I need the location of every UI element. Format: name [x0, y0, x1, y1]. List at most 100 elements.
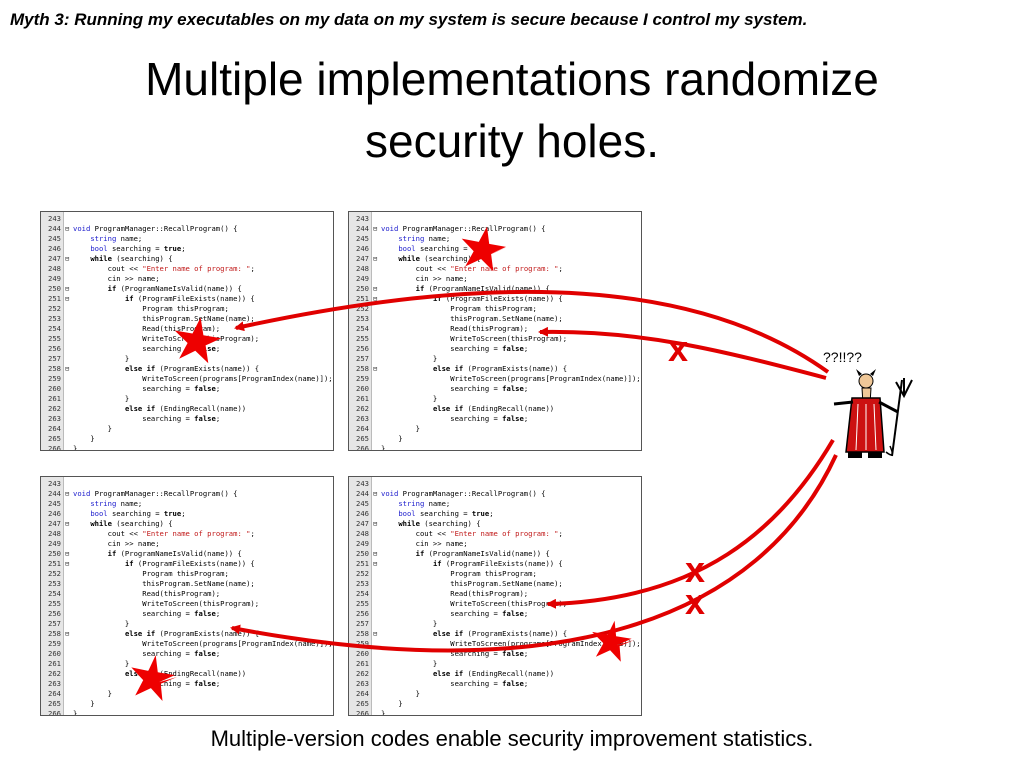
devil-attacker-icon — [833, 369, 913, 458]
line-number: 261 — [48, 659, 61, 668]
code-text: cin >> name; — [73, 274, 160, 283]
code-text: bool searching = true; — [90, 509, 186, 518]
code-line: 252 Program thisProgram; — [41, 304, 333, 314]
code-line: 257 } — [349, 354, 641, 364]
code-text: Program thisProgram; — [73, 304, 229, 313]
line-number: 251 — [48, 559, 61, 568]
code-line: 255 WriteToScreen(thisProgram); — [349, 599, 641, 609]
line-number: 245 — [356, 499, 369, 508]
code-text: while (searching) { — [398, 519, 481, 528]
code-line: 243 — [41, 214, 333, 224]
code-text: void ProgramManager::RecallProgram() { — [73, 489, 238, 498]
code-line: 256 searching = false; — [41, 609, 333, 619]
line-number: 257 — [48, 354, 61, 363]
code-text: Program thisProgram; — [381, 304, 537, 313]
code-line: 264 } — [349, 424, 641, 434]
code-text: searching = false; — [381, 649, 529, 658]
fold-marker-icon: ⊟ — [373, 519, 378, 528]
line-number: 246 — [48, 509, 61, 518]
code-text: else if (ProgramExists(name)) { — [432, 364, 568, 373]
line-number: 263 — [48, 679, 61, 688]
line-number: 250 — [356, 284, 369, 293]
line-number: 259 — [356, 639, 369, 648]
code-line: 261 } — [349, 659, 641, 669]
fold-marker-icon: ⊟ — [65, 559, 70, 568]
line-number: 255 — [356, 334, 369, 343]
fold-marker-icon: ⊟ — [65, 364, 70, 373]
line-number: 262 — [48, 404, 61, 413]
code-line: 261 } — [41, 659, 333, 669]
code-line: 257 } — [41, 619, 333, 629]
code-line: 251⊟ if (ProgramFileExists(name)) { — [41, 294, 333, 304]
code-text: } — [381, 709, 386, 716]
code-line: 254 Read(thisProgram); — [41, 324, 333, 334]
code-text: if (ProgramFileExists(name)) { — [432, 559, 563, 568]
code-line: 251⊟ if (ProgramFileExists(name)) { — [349, 294, 641, 304]
line-number: 254 — [356, 589, 369, 598]
security-hole-burst-bottom-right — [592, 620, 634, 662]
line-number: 248 — [48, 264, 61, 273]
code-text: Read(thisProgram); — [73, 589, 221, 598]
code-text: thisProgram.SetName(name); — [381, 579, 563, 588]
code-line: 263 searching = false; — [349, 679, 641, 689]
code-line: 261 } — [41, 394, 333, 404]
code-line: 245 string name; — [349, 234, 641, 244]
line-number: 266 — [48, 444, 61, 451]
code-line: 244⊟void ProgramManager::RecallProgram()… — [41, 489, 333, 499]
line-number: 252 — [356, 304, 369, 313]
fold-marker-icon: ⊟ — [373, 254, 378, 263]
code-text: WriteToScreen(thisProgram); — [73, 599, 260, 608]
line-number: 258 — [48, 364, 61, 373]
blocked-x-mark-middle: x — [685, 549, 706, 590]
line-number: 246 — [356, 244, 369, 253]
code-text: searching = false; — [73, 679, 221, 688]
code-line: 258⊟ else if (ProgramExists(name)) { — [349, 629, 641, 639]
code-text: else if (EndingRecall(name)) — [432, 404, 555, 413]
security-hole-burst-bottom-left — [131, 655, 177, 701]
line-number: 262 — [356, 404, 369, 413]
code-text: else if (ProgramExists(name)) { — [124, 364, 260, 373]
line-number: 251 — [356, 294, 369, 303]
line-number: 249 — [356, 539, 369, 548]
line-number: 247 — [48, 519, 61, 528]
code-text: Read(thisProgram); — [381, 324, 529, 333]
code-line: 245 string name; — [349, 499, 641, 509]
line-number: 259 — [356, 374, 369, 383]
code-line: 248 cout << "Enter name of program: "; — [41, 264, 333, 274]
line-number: 262 — [356, 669, 369, 678]
code-line: 261 } — [349, 394, 641, 404]
code-line: 249 cin >> name; — [349, 539, 641, 549]
code-text: thisProgram.SetName(name); — [73, 314, 255, 323]
code-text: cin >> name; — [381, 539, 468, 548]
code-text: else if (EndingRecall(name)) — [432, 669, 555, 678]
code-text: cout << "Enter name of program: "; — [381, 529, 563, 538]
slide-caption: Multiple-version codes enable security i… — [210, 726, 814, 751]
line-number: 254 — [356, 324, 369, 333]
line-number: 248 — [356, 264, 369, 273]
code-text: } — [73, 394, 130, 403]
line-number: 251 — [48, 294, 61, 303]
code-line: 260 searching = false; — [41, 649, 333, 659]
line-number: 247 — [356, 254, 369, 263]
code-line: 266} — [41, 444, 333, 451]
line-number: 264 — [356, 424, 369, 433]
code-text: thisProgram.SetName(name); — [73, 579, 255, 588]
line-number-gutter — [41, 212, 64, 450]
line-number: 251 — [356, 559, 369, 568]
line-number: 250 — [356, 549, 369, 558]
code-line: 252 Program thisProgram; — [349, 569, 641, 579]
code-line: 245 string name; — [41, 499, 333, 509]
code-text: cin >> name; — [381, 274, 468, 283]
line-number: 263 — [356, 679, 369, 688]
code-line: 247⊟ while (searching) { — [41, 254, 333, 264]
code-text: searching = false; — [73, 649, 221, 658]
code-text: if (ProgramNameIsValid(name)) { — [415, 549, 550, 558]
code-line: 254 Read(thisProgram); — [349, 324, 641, 334]
code-text: searching = false; — [73, 609, 221, 618]
code-line: 263 searching = false; — [41, 679, 333, 689]
line-number: 252 — [48, 569, 61, 578]
code-line: 262 else if (EndingRecall(name)) — [349, 404, 641, 414]
code-text: Read(thisProgram); — [381, 589, 529, 598]
